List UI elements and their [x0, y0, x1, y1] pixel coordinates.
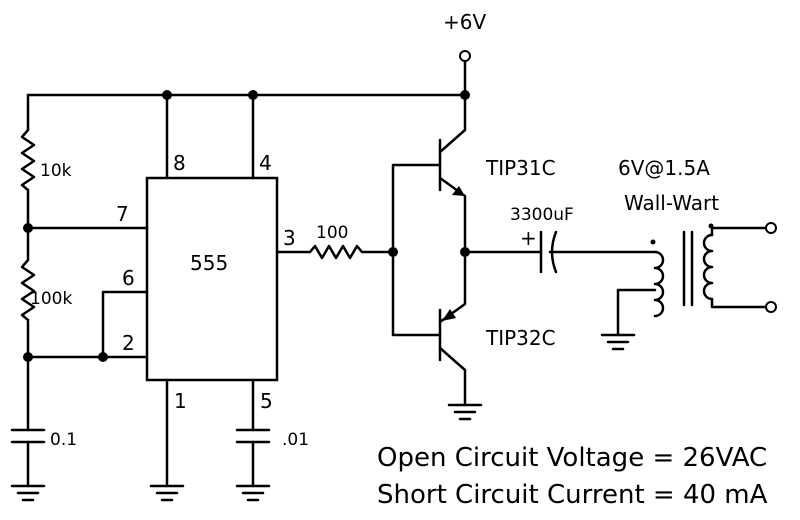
transformer-primary-return — [616, 288, 657, 337]
capacitor-timing — [10, 428, 46, 488]
pin-6-wire — [101, 290, 149, 359]
junction-dots — [23, 90, 470, 362]
resistor-r2-label: 100k — [30, 289, 72, 309]
transistor-pnp — [438, 250, 467, 407]
capacitor-output-label: 3300uF — [510, 205, 574, 225]
output-terminal-top — [765, 222, 777, 234]
pin-7-label: 7 — [116, 202, 129, 226]
resistor-r3-label: 100 — [316, 223, 348, 243]
pin-6-label: 6 — [122, 266, 135, 290]
transformer-name-label: Wall-Wart — [624, 191, 719, 215]
capacitor-timing-label: 0.1 — [50, 430, 77, 450]
note-open-circuit-voltage: Open Circuit Voltage = 26VAC — [377, 443, 767, 473]
resistor-r2 — [20, 258, 36, 322]
capacitor-control-label: .01 — [282, 430, 309, 450]
ground-symbol-1 — [10, 484, 46, 502]
ic-555-body — [145, 176, 279, 382]
pin-3-label: 3 — [283, 226, 296, 250]
supply-terminal — [459, 50, 471, 97]
pin-1-label: 1 — [174, 389, 187, 413]
transformer — [650, 223, 768, 318]
ground-symbol-5 — [600, 333, 636, 351]
transistor-npn-label: TIP31C — [485, 156, 556, 180]
ground-symbol-4 — [447, 403, 483, 421]
capacitor-output-polarity: + — [520, 226, 537, 250]
pin-4-label: 4 — [259, 151, 272, 175]
base-bus — [391, 163, 442, 337]
transistor-npn — [438, 93, 467, 254]
resistor-r1 — [20, 128, 36, 192]
transformer-rating-label: 6V@1.5A — [618, 156, 710, 180]
pin-5-label: 5 — [260, 389, 273, 413]
resistor-r1-label: 10k — [40, 161, 72, 181]
pin-8-label: 8 — [173, 151, 186, 175]
ground-symbol-2 — [149, 484, 185, 502]
capacitor-control — [235, 428, 271, 488]
note-short-circuit-current: Short Circuit Current = 40 mA — [377, 480, 768, 510]
transistor-pnp-label: TIP32C — [485, 326, 556, 350]
supply-label: +6V — [443, 10, 486, 34]
pin-2-label: 2 — [122, 331, 135, 355]
ic-555-label: 555 — [190, 251, 228, 275]
ground-symbol-3 — [235, 484, 271, 502]
resistor-r3 — [308, 244, 364, 260]
output-terminal-bottom — [765, 301, 777, 313]
